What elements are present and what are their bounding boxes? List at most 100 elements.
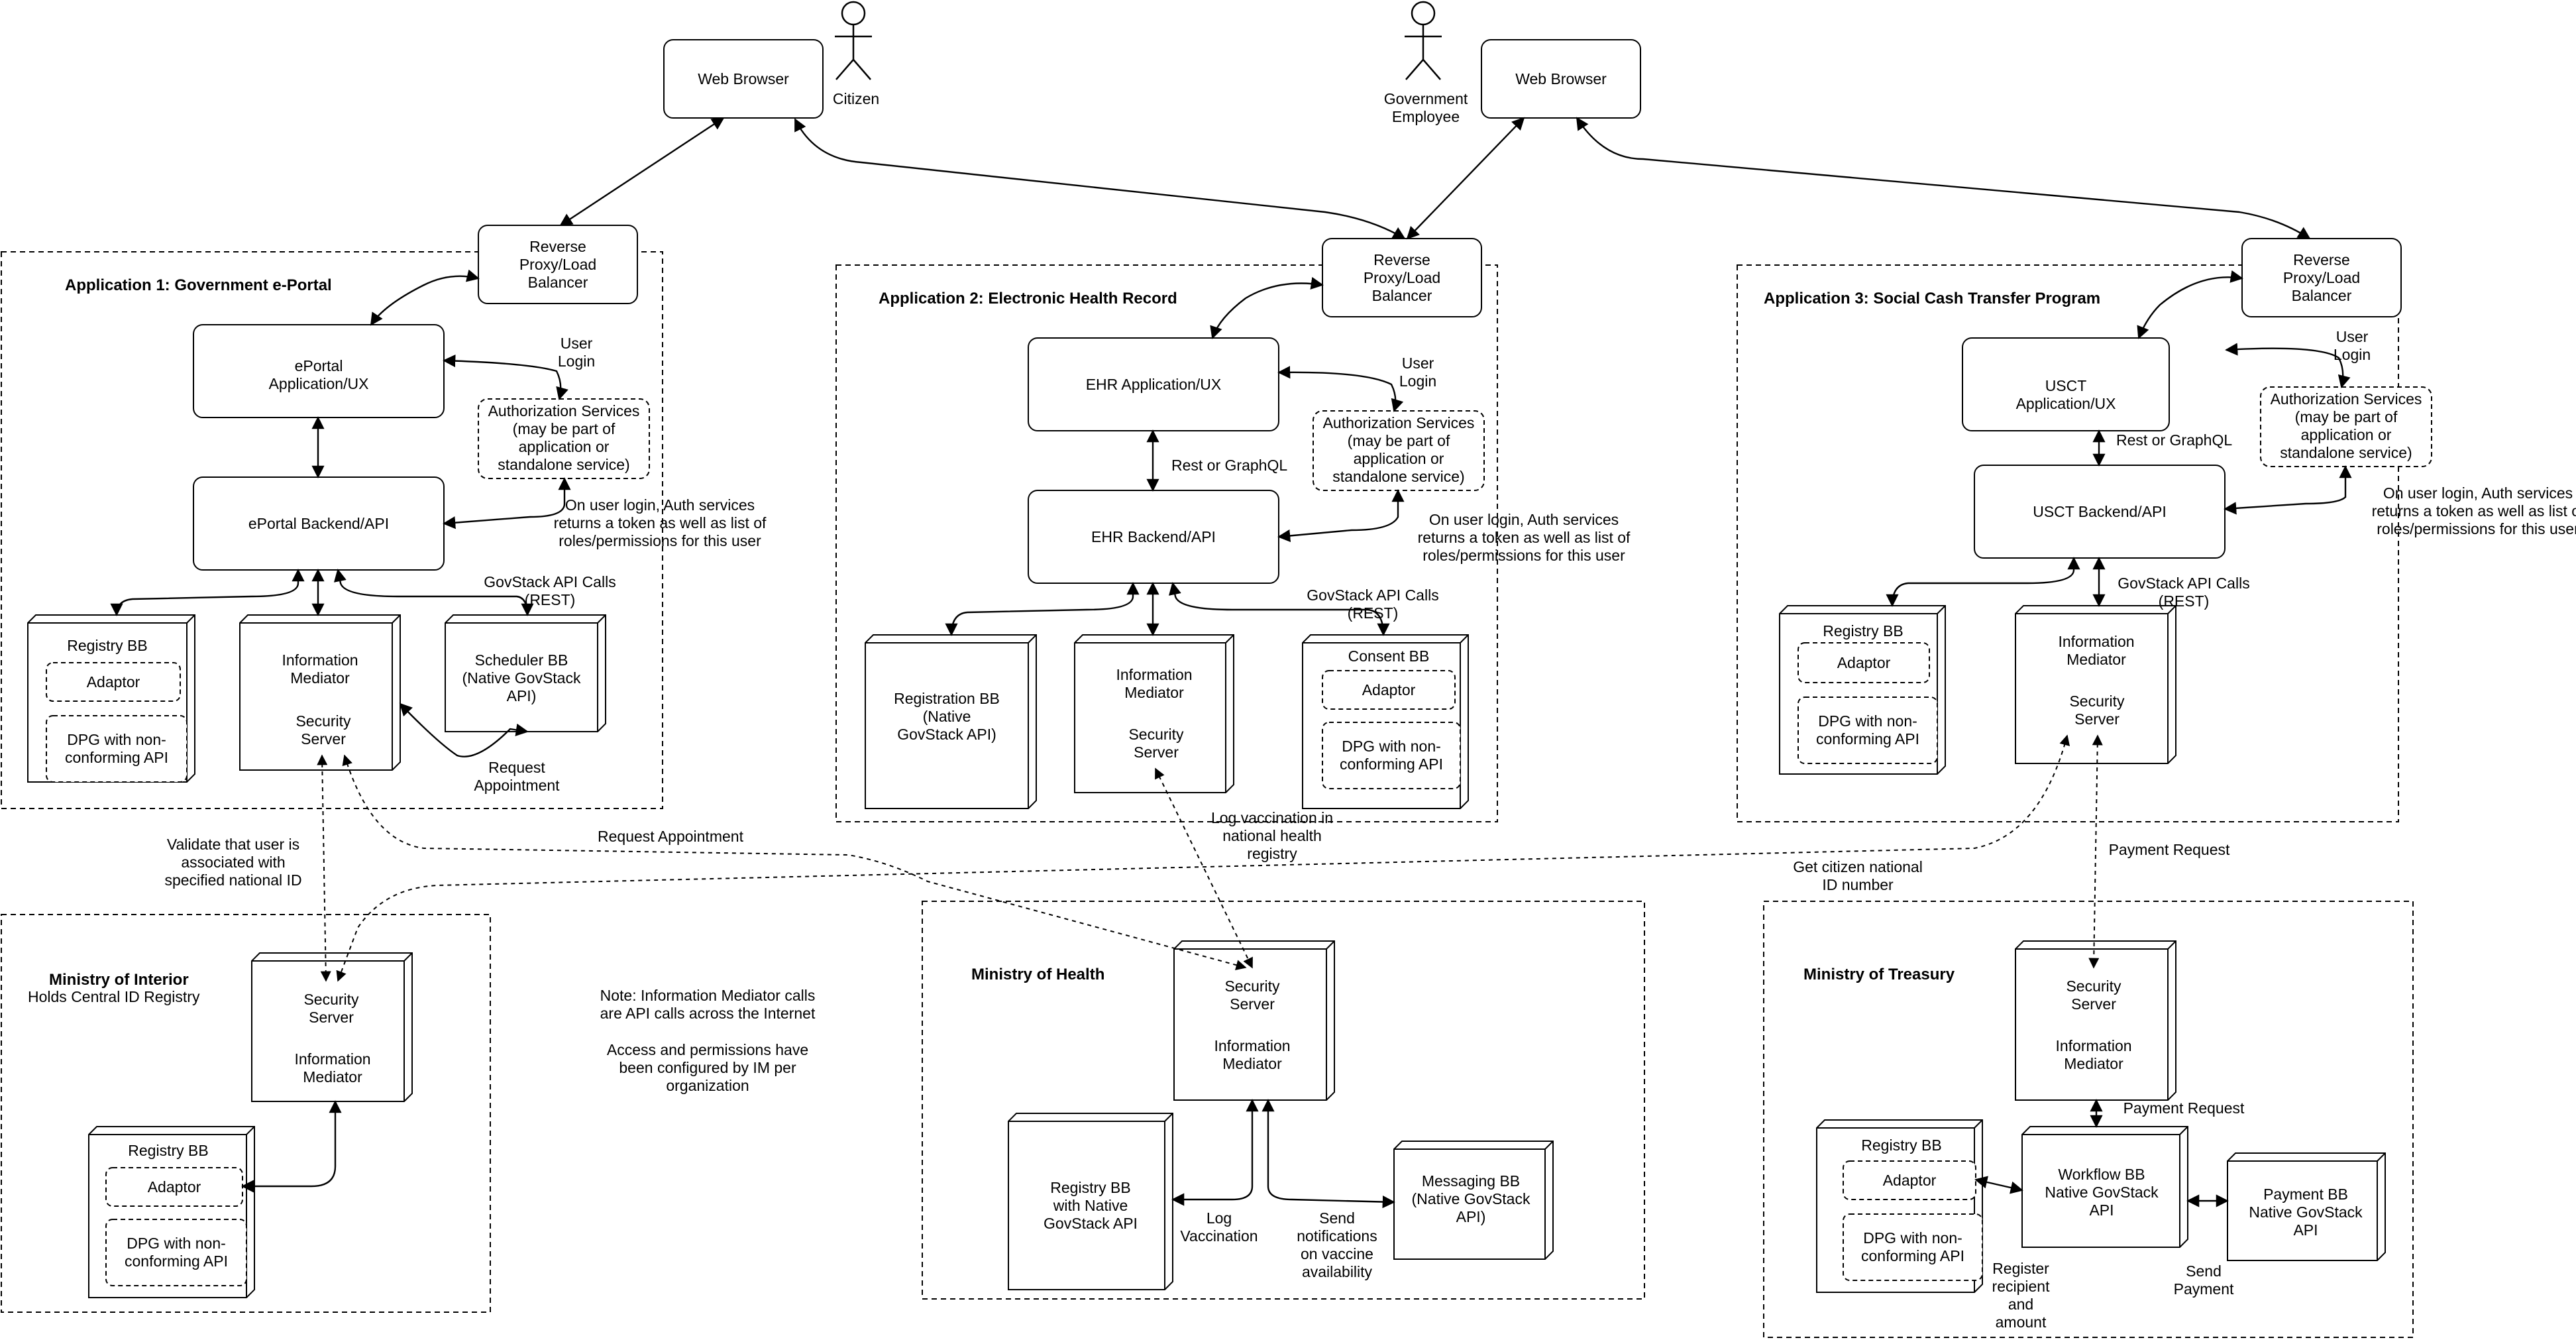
app2-ss-1: Security [1128, 726, 1184, 743]
app1-auth-note-2: returns a token as well as list of [554, 514, 767, 531]
app1-adaptor [46, 662, 181, 702]
arrow-health-im-registry [1171, 1099, 1259, 1206]
app3-ss-1: Security [2069, 693, 2125, 710]
interior-im-2: Mediator [303, 1068, 362, 1086]
dashed-app3-interior [336, 734, 2070, 982]
app2-auth-3: application or [1354, 450, 1444, 467]
health-information-mediator [1173, 940, 1335, 1101]
treasury-register-4: amount [1996, 1313, 2047, 1331]
app3-ux-1: USCT [2045, 377, 2087, 394]
app1-im-1: Information [282, 651, 358, 669]
app3-backend-label: USCT Backend/API [2033, 503, 2167, 520]
app3-rest-graphql: Rest or GraphQL [2116, 431, 2232, 449]
health-ss-1: Security [1224, 977, 1280, 995]
web-browser-citizen [663, 39, 824, 119]
app1-proxy-1: Reverse [529, 238, 586, 255]
interior-adaptor-label: Adaptor [148, 1178, 201, 1196]
treasury-adaptor [1843, 1160, 1976, 1200]
app1-proxy-3: Balancer [528, 274, 588, 291]
app1-auth-note-3: roles/permissions for this user [559, 532, 761, 549]
app1-backend-label: ePortal Backend/API [248, 515, 389, 532]
health-title: Ministry of Health [971, 966, 1104, 983]
app2-rest-graphql: Rest or GraphQL [1171, 457, 1287, 474]
app1-registry-label: Registry BB [67, 637, 147, 654]
arrow-browser1-proxy1 [559, 117, 725, 227]
app2-dpg-1: DPG with non- [1342, 738, 1441, 755]
note-2a: Access and permissions have [607, 1041, 808, 1058]
app2-auth-4: standalone service) [1332, 468, 1464, 485]
app1-information-mediator [239, 614, 401, 771]
app1-request-appt-2: Appointment [474, 777, 560, 794]
app1-request-appt-1: Request [488, 759, 545, 776]
app3-adaptor [1798, 642, 1930, 683]
app3-user-login-2: Login [2334, 346, 2371, 363]
interior-subtitle: Holds Central ID Registry [28, 988, 200, 1005]
health-frame [922, 901, 1645, 1300]
arrow-backend2-consent [1168, 582, 1390, 636]
app1-title: Application 1: Government e-Portal [65, 276, 332, 294]
citizen-actor-icon [835, 1, 872, 80]
health-messaging-bb [1393, 1141, 1554, 1260]
app1-govstack-2: (REST) [525, 591, 576, 608]
app3-proxy-3: Balancer [2292, 287, 2352, 304]
app1-auth-3: application or [519, 438, 610, 455]
interior-title: Ministry of Interior [49, 971, 189, 989]
arrow-browser2-proxy3 [1576, 117, 2311, 240]
interior-ss-2: Server [309, 1009, 354, 1026]
app2-user-login-1: User [1402, 355, 1434, 372]
treasury-registry-label: Registry BB [1861, 1137, 1941, 1154]
app1-auth-2: (may be part of [513, 420, 616, 437]
health-send-notif-1: Send [1319, 1209, 1355, 1227]
get-citizen-id-1: Get citizen national [1793, 858, 1923, 875]
app2-user-login-2: Login [1399, 372, 1436, 390]
app1-frame [1, 251, 663, 809]
treasury-payment-request: Payment Request [2123, 1099, 2245, 1117]
treasury-payment-bb [2227, 1152, 2386, 1261]
interior-registry-label: Registry BB [128, 1142, 208, 1159]
validate-user-3: specified national ID [164, 871, 301, 889]
treasury-title: Ministry of Treasury [1803, 966, 1955, 983]
arrow-auth3-backend3 [2224, 465, 2352, 515]
health-im-1: Information [1214, 1037, 1290, 1054]
app2-title: Application 2: Electronic Health Record [879, 290, 1177, 307]
arrow-health-im-messaging [1261, 1099, 1395, 1209]
browser2-label: Web Browser [1515, 70, 1607, 87]
app2-ss-2: Server [1134, 744, 1179, 761]
app2-registration-1: Registration BB [894, 690, 1000, 707]
arrow-ux3-auth3 [2225, 343, 2351, 388]
arrow-backend3-registry3 [1886, 557, 2080, 607]
dashed-app3-treasury [2088, 734, 2103, 969]
arrow-adaptor-workflow [1974, 1176, 2023, 1194]
app3-proxy-1: Reverse [2293, 251, 2350, 268]
health-send-notif-2: notifications [1297, 1227, 1377, 1245]
health-registry-bb [1008, 1113, 1173, 1290]
web-browser-employee [1481, 39, 1641, 119]
treasury-frame [1763, 901, 2414, 1338]
note-2b: been configured by IM per [619, 1059, 796, 1076]
interior-dpg-2: conforming API [125, 1253, 228, 1270]
app2-ux-label: EHR Application/UX [1086, 376, 1222, 393]
treasury-dpg-2: conforming API [1861, 1247, 1964, 1264]
health-registry-3: GovStack API [1044, 1215, 1138, 1232]
treasury-dpg-1: DPG with non- [1863, 1229, 1962, 1247]
health-log-vaccination-1: Log [1207, 1209, 1232, 1227]
treasury-payment-1: Payment BB [2263, 1186, 2348, 1203]
arrow-auth1-backend1 [443, 477, 571, 530]
note-2c: organization [666, 1077, 749, 1094]
app1-adaptor-label: Adaptor [87, 673, 140, 691]
app1-ux-2: Application/UX [269, 375, 369, 392]
app3-adaptor-label: Adaptor [1837, 654, 1891, 671]
app3-auth-note-1: On user login, Auth services [2383, 484, 2573, 502]
health-ss-2: Server [1230, 995, 1275, 1013]
app1-scheduler-2: (Native GovStack [462, 669, 581, 687]
note-1b: are API calls across the Internet [600, 1005, 816, 1022]
treasury-dpg [1843, 1213, 1983, 1281]
app2-auth-note-1: On user login, Auth services [1429, 511, 1619, 528]
app1-scheduler-3: API) [507, 687, 537, 704]
app1-im-2: Mediator [290, 669, 350, 687]
treasury-payment-3: API [2293, 1221, 2318, 1239]
app3-im-1: Information [2058, 633, 2134, 650]
interior-im-1: Information [294, 1050, 370, 1068]
arrow-backend1-scheduler1 [333, 569, 534, 616]
